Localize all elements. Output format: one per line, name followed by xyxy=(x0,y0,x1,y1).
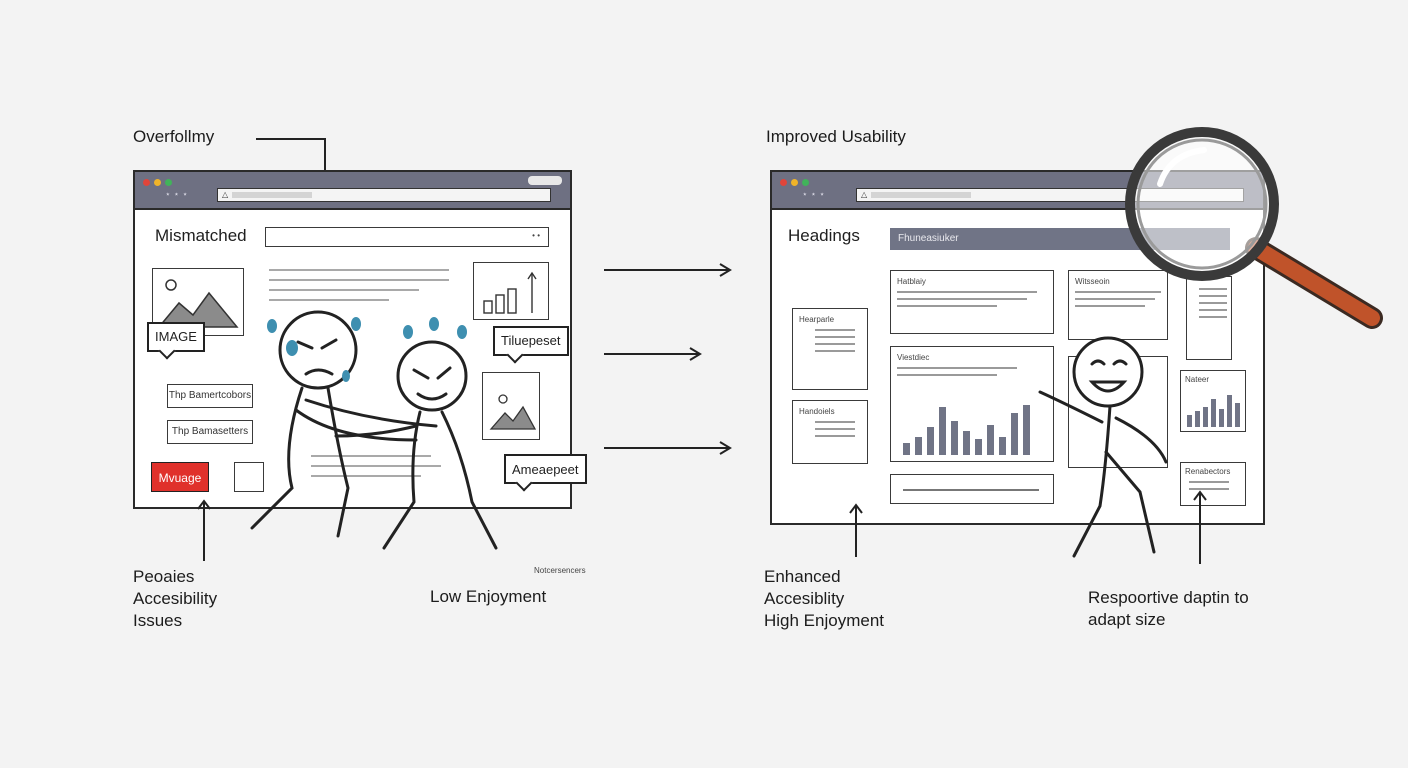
lock-icon: △ xyxy=(861,190,868,199)
mini-card[interactable]: Renabectors xyxy=(1180,462,1246,506)
content-card-1[interactable]: Hatblaiy xyxy=(890,270,1054,334)
magnifier-icon xyxy=(1125,127,1383,329)
transition-arrows xyxy=(604,263,732,455)
minimize-dot-icon[interactable] xyxy=(791,179,798,186)
overflow-label: Overfollmy xyxy=(133,127,215,146)
sweat-drops-icon xyxy=(267,317,467,382)
address-bar[interactable]: △ xyxy=(217,188,551,202)
browser-titlebar: ⋆⋆⋆ △ xyxy=(135,172,570,210)
low-enjoyment-label: Low Enjoyment xyxy=(430,587,547,606)
responsive-label: Respoortive daptin to adapt size xyxy=(1088,588,1249,629)
maximize-dot-icon[interactable] xyxy=(165,179,172,186)
image-small-icon[interactable] xyxy=(234,462,264,492)
minimize-dot-icon[interactable] xyxy=(154,179,161,186)
nav-arrows-icon[interactable]: ⋆⋆⋆ xyxy=(165,189,191,199)
image-callout: IMAGE xyxy=(147,322,205,352)
bar-chart-card[interactable]: Viestdiec xyxy=(890,346,1054,462)
enhanced-accessibility-label: Enhanced Accesiblity High Enjoyment xyxy=(764,567,885,630)
side-card-1[interactable]: Hearparle xyxy=(792,308,868,390)
bottom-callout: Ameaepeet xyxy=(504,454,587,484)
chart-thumbnail xyxy=(473,262,549,320)
happy-character-illustration xyxy=(1038,336,1168,558)
secondary-button-2[interactable]: Thp Bamasetters xyxy=(167,420,253,444)
window-controls[interactable] xyxy=(528,176,562,185)
image-icon xyxy=(489,394,537,430)
bar-chart-icon xyxy=(483,271,537,314)
lock-icon: △ xyxy=(222,190,229,199)
right-list-card[interactable] xyxy=(1186,276,1232,360)
close-dot-icon[interactable] xyxy=(780,179,787,186)
page-heading-headings: Headings xyxy=(788,226,860,245)
image-placeholder-2 xyxy=(482,372,540,440)
arrow-up-icon xyxy=(849,503,863,557)
mini-chart-card[interactable]: Nateer xyxy=(1180,370,1246,432)
arrow-up-icon xyxy=(197,499,211,561)
red-action-button[interactable]: Mvuage xyxy=(151,462,209,492)
chart-callout: Tiluepeset xyxy=(493,326,569,356)
page-heading-mismatched: Mismatched xyxy=(155,226,247,245)
mountain-icon xyxy=(157,279,239,328)
good-browser-window: ⋆⋆⋆ △ Headings Fhuneasiuker Hearparle Ha… xyxy=(770,170,1265,525)
footer-card[interactable] xyxy=(890,474,1054,504)
secondary-button-1[interactable]: Thp Bamertcobors xyxy=(167,384,253,408)
accessibility-issues-label: Peoaies Accesibility Issues xyxy=(133,567,218,630)
improved-usability-label: Improved Usability xyxy=(766,127,906,146)
content-card-2[interactable]: Witsseoin xyxy=(1068,270,1168,340)
side-card-2[interactable]: Handoiels xyxy=(792,400,868,464)
search-input[interactable]: • • xyxy=(265,227,549,247)
maximize-dot-icon[interactable] xyxy=(802,179,809,186)
frustrated-characters-illustration xyxy=(250,310,498,550)
nav-arrows-icon[interactable]: ⋆⋆⋆ xyxy=(802,189,828,199)
mini-bar-chart-icon xyxy=(1187,395,1240,427)
close-dot-icon[interactable] xyxy=(143,179,150,186)
bar-chart-icon xyxy=(903,405,1030,455)
arrow-up-icon xyxy=(1193,490,1207,564)
footer-tiny-text: Notcersencers xyxy=(534,566,586,575)
